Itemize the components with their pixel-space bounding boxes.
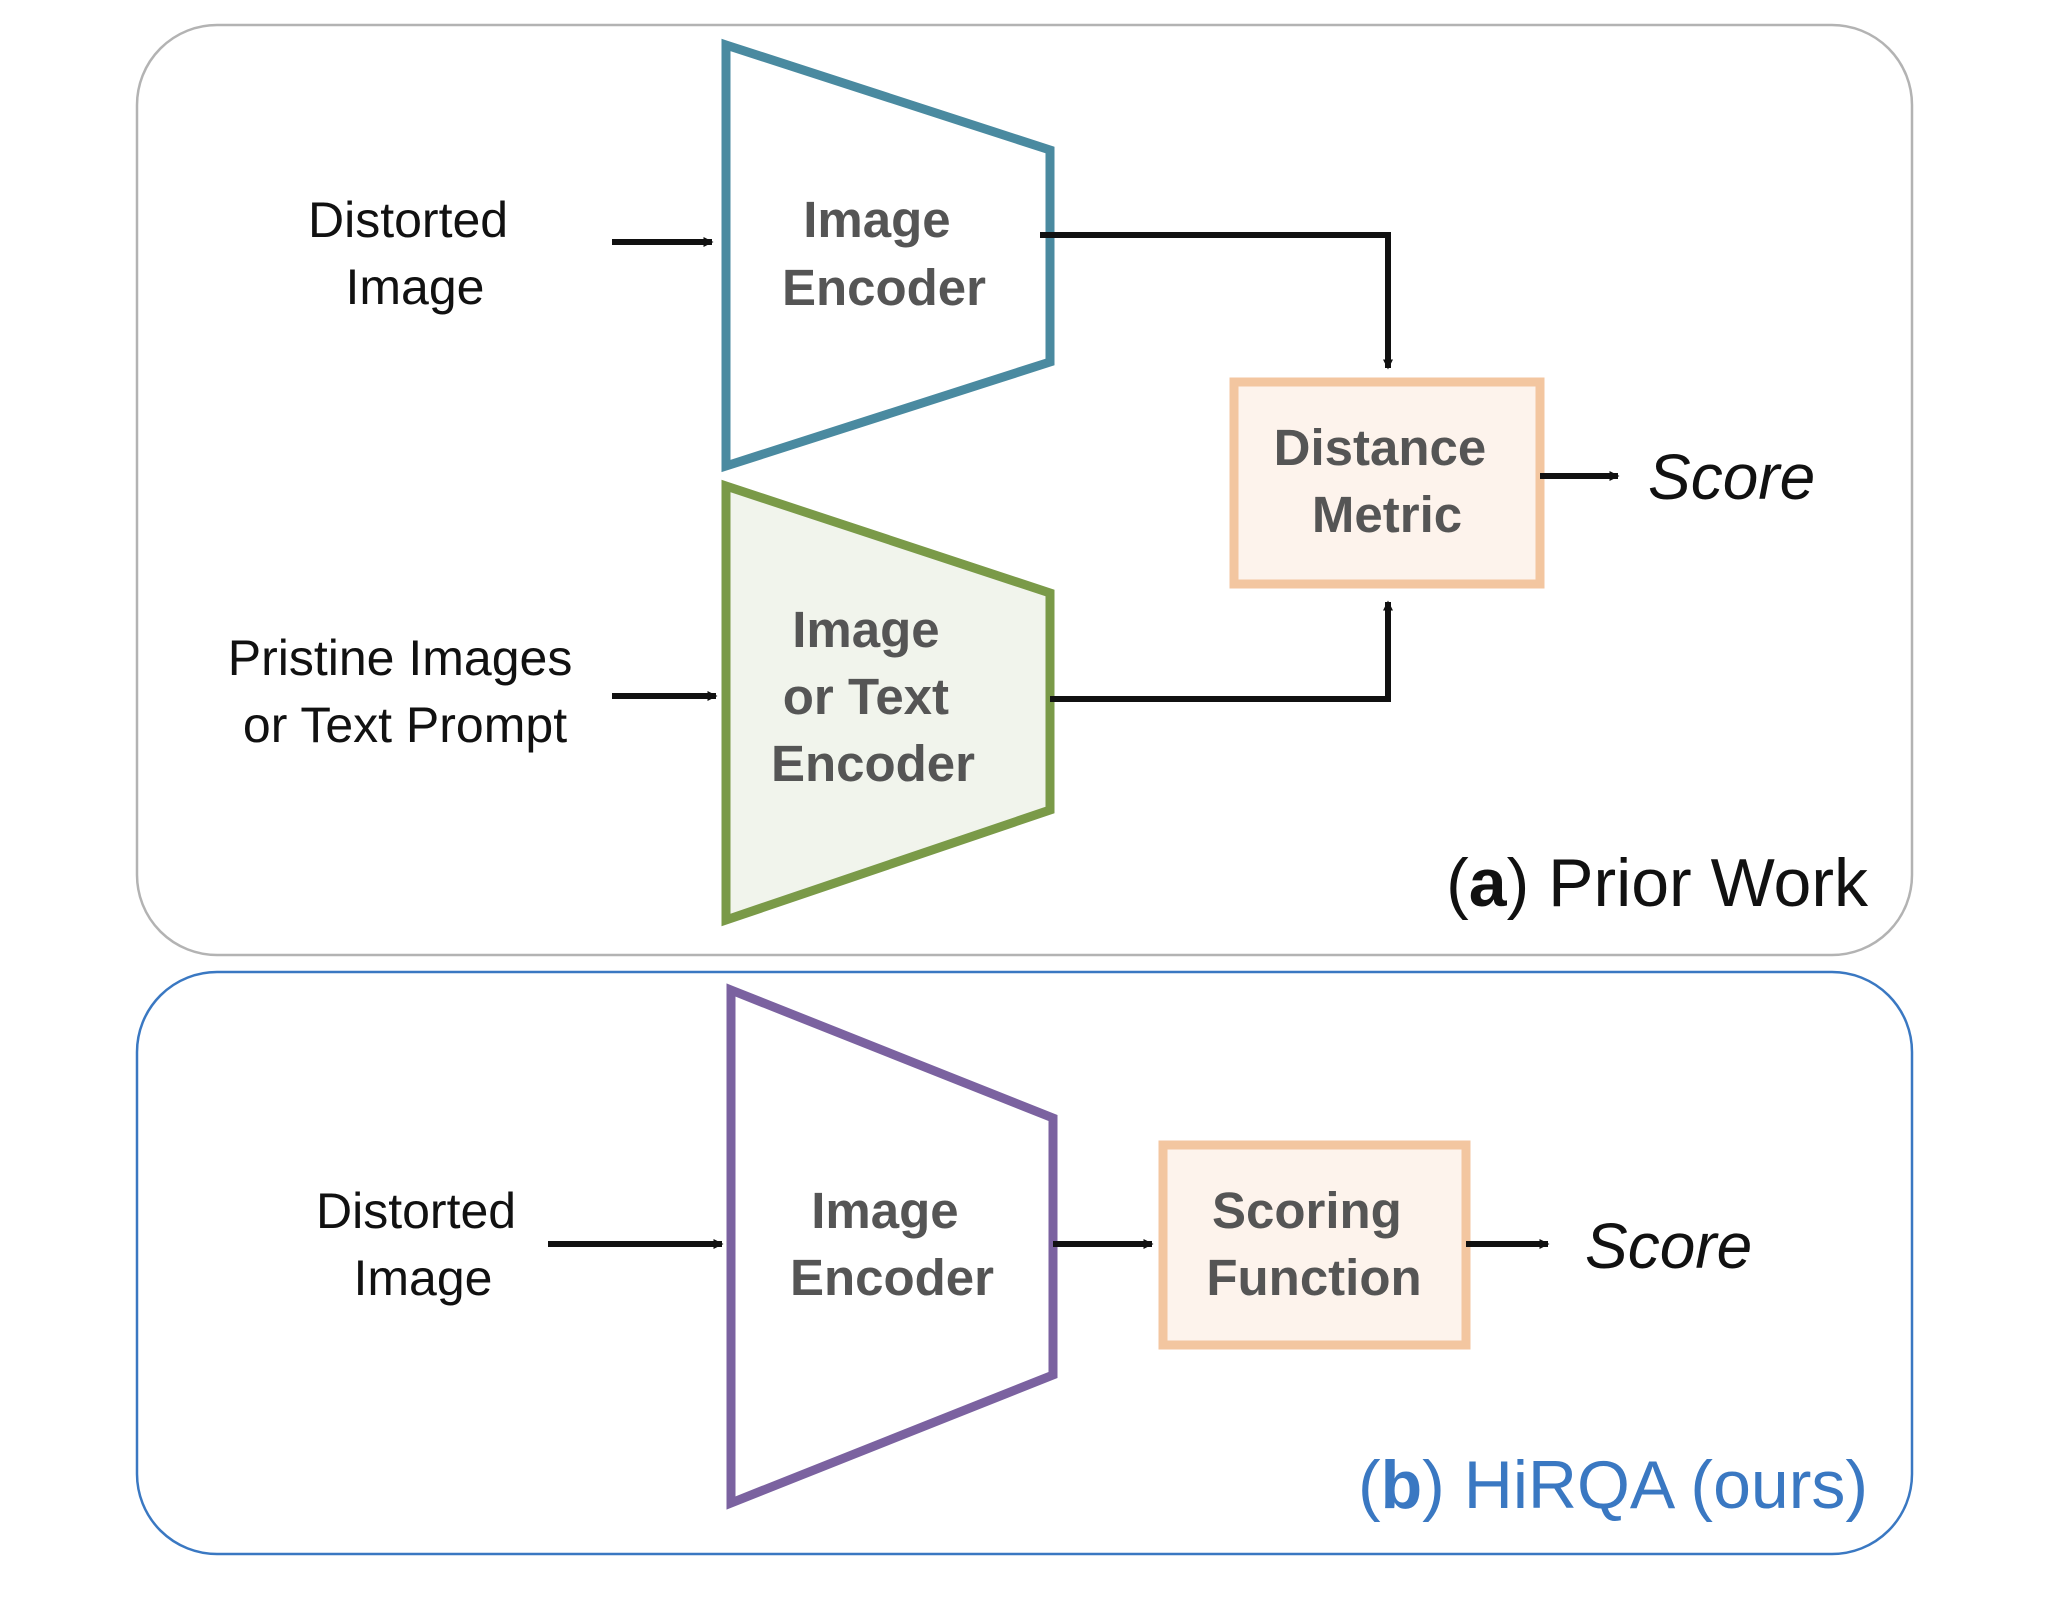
panel-a-input-top-label: Distorted Image	[308, 192, 522, 315]
image-or-text-encoder-line3: Encoder	[771, 735, 975, 792]
image-encoder-b-label: Image Encoder	[790, 1182, 994, 1306]
image-encoder-b-line1: Image	[811, 1182, 958, 1239]
scoring-function-line2: Function	[1206, 1249, 1421, 1306]
panel-a-score-label: Score	[1648, 441, 1815, 513]
panel-a-prior-work: Distorted Image Image Encoder Pristine I…	[135, 23, 1914, 957]
image-encoder-b-trapezoid	[726, 983, 1058, 1510]
image-or-text-encoder-label: Image or Text Encoder	[771, 601, 975, 792]
panel-b-input-label: Distorted Image	[316, 1183, 530, 1306]
image-encoder-top-line1: Image	[803, 191, 950, 248]
panel-b-title: (b) HiRQA (ours)	[1358, 1447, 1868, 1523]
distance-metric-label: Distance Metric	[1274, 419, 1501, 543]
panel-b-input-line2: Image	[354, 1250, 493, 1306]
scoring-function-label: Scoring Function	[1206, 1182, 1421, 1306]
panel-b-title-letter: b	[1381, 1447, 1423, 1523]
panel-a-input-top-line2: Image	[346, 259, 485, 315]
panel-b-score-label: Score	[1585, 1210, 1752, 1282]
image-or-text-encoder-line1: Image	[792, 601, 939, 658]
image-encoder-top-line2: Encoder	[782, 259, 986, 316]
image-or-text-encoder-line2: or Text	[783, 668, 949, 725]
distance-metric-box	[1229, 377, 1545, 589]
image-encoder-top-label: Image Encoder	[782, 191, 986, 316]
panel-a-input-bottom-line2: or Text Prompt	[243, 697, 567, 753]
image-encoder-top-trapezoid	[721, 38, 1055, 473]
panel-a-frame	[135, 23, 1914, 957]
panel-a-title-text: ) Prior Work	[1507, 845, 1869, 921]
panel-a-input-top-line1: Distorted	[308, 192, 508, 248]
panel-a-title-open: (	[1446, 845, 1469, 921]
scoring-function-box	[1158, 1140, 1471, 1350]
scoring-function-line1: Scoring	[1212, 1182, 1402, 1239]
image-encoder-b-line2: Encoder	[790, 1249, 994, 1306]
panel-a-title: (a) Prior Work	[1446, 845, 1869, 921]
panel-a-title-letter: a	[1469, 845, 1508, 921]
arrow-encoder-bottom-to-metric	[1050, 600, 1393, 702]
distance-metric-line2: Metric	[1312, 486, 1462, 543]
image-or-text-encoder-trapezoid	[721, 479, 1055, 927]
distance-metric-line1: Distance	[1274, 419, 1487, 476]
panel-a-input-bottom-label: Pristine Images or Text Prompt	[228, 630, 587, 753]
arrow-encoder-top-to-metric	[1040, 232, 1393, 370]
panel-b-title-text: ) HiRQA (ours)	[1422, 1447, 1868, 1523]
panel-b-hirqa: Distorted Image Image Encoder Scoring Fu…	[135, 970, 1914, 1556]
panel-b-title-open: (	[1358, 1447, 1381, 1523]
panel-a-input-bottom-line1: Pristine Images	[228, 630, 573, 686]
panel-b-input-line1: Distorted	[316, 1183, 516, 1239]
